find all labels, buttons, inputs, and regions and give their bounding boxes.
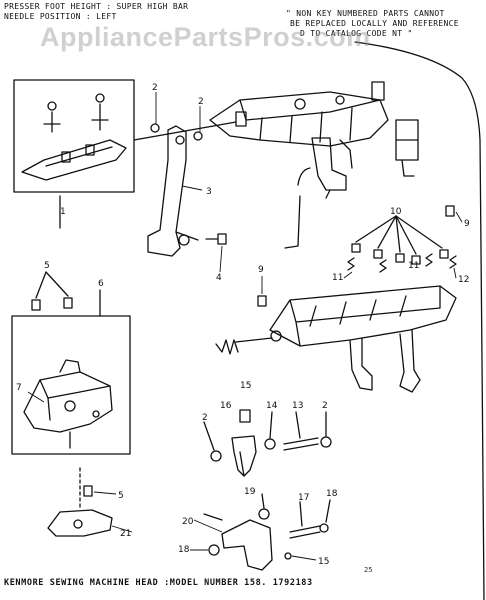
needle-position-text: NEEDLE POSITION : LEFT [4, 12, 117, 21]
callout-labels: 1 2 2 3 4 5 6 7 9 9 10 11 11 12 13 14 2 … [16, 83, 470, 567]
note-line-3: D TO CATALOG CODE NT " [300, 29, 413, 38]
model-caption: KENMORE SEWING MACHINE HEAD :MODEL NUMBE… [4, 578, 313, 588]
note-line-1: " NON KEY NUMBERED PARTS CANNOT [286, 9, 445, 18]
page-number: 25 [364, 566, 373, 574]
callout-4: 4 [216, 273, 222, 283]
callout-16: 16 [220, 401, 232, 411]
callout-2d: 2 [322, 401, 328, 411]
callout-7: 7 [16, 383, 22, 393]
callout-15b: 15 [318, 557, 329, 567]
callout-11a: 11 [332, 273, 343, 283]
callout-12: 12 [458, 275, 469, 285]
callout-15a: 15 [240, 381, 251, 391]
callout-9b: 9 [258, 265, 264, 275]
callout-2c: 2 [202, 413, 208, 423]
callout-9a: 9 [464, 219, 470, 229]
callout-20: 20 [182, 517, 194, 527]
callout-14: 14 [266, 401, 278, 411]
callout-6: 6 [98, 279, 104, 289]
callout-3: 3 [206, 187, 212, 197]
callout-18b: 18 [178, 545, 190, 555]
callout-11b: 11 [408, 261, 419, 271]
presser-foot-height-text: PRESSER FOOT HEIGHT : SUPER HIGH BAR [4, 2, 189, 11]
callout-10: 10 [390, 207, 402, 217]
inset-box-1 [13, 79, 135, 193]
note-line-2: BE REPLACED LOCALLY AND REFERENCE [290, 19, 459, 28]
callout-1: 1 [60, 207, 66, 217]
callout-17: 17 [298, 493, 309, 503]
callout-2a: 2 [152, 83, 158, 93]
callout-5b: 5 [118, 491, 124, 501]
callout-21: 21 [120, 529, 131, 539]
callout-19: 19 [244, 487, 256, 497]
callout-18a: 18 [326, 489, 338, 499]
callout-13: 13 [292, 401, 303, 411]
callout-2b: 2 [198, 97, 204, 107]
callout-5: 5 [44, 261, 50, 271]
inset-box-2 [11, 315, 131, 455]
watermark-text: AppliancePartsPros.com [40, 22, 371, 52]
